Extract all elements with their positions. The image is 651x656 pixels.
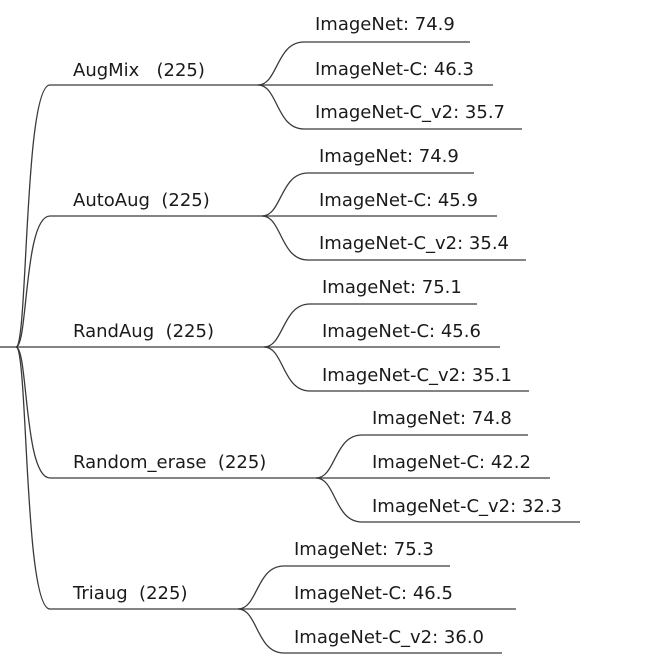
edge-autoaug-imagenet-c-v2	[261, 215, 526, 261]
leaf-augmix-imagenet-c-v2: ImageNet-C_v2: 35.7	[315, 102, 505, 123]
branch-label-triaug: Triaug (225)	[72, 583, 187, 604]
edge-augmix-imagenet-c-v2	[257, 84, 522, 130]
leaf-triaug-imagenet-c: ImageNet-C: 46.5	[294, 583, 453, 604]
edge-triaug-imagenet-c-v2	[237, 608, 502, 654]
leaf-triaug-imagenet: ImageNet: 75.3	[294, 539, 434, 560]
branch-label-autoaug: AutoAug (225)	[73, 190, 210, 211]
edge-randaug-imagenet	[263, 303, 477, 348]
leaf-autoaug-imagenet-c-v2: ImageNet-C_v2: 35.4	[319, 233, 509, 254]
edge-root-triaug	[15, 346, 238, 610]
leaf-random-erase-imagenet: ImageNet: 74.8	[372, 408, 512, 429]
leaf-randaug-imagenet-c-v2: ImageNet-C_v2: 35.1	[322, 365, 512, 386]
branch-label-random-erase: Random_erase (225)	[73, 452, 266, 473]
edge-random-erase-imagenet-c-v2	[315, 477, 580, 523]
leaf-augmix-imagenet: ImageNet: 74.9	[315, 14, 455, 35]
edge-autoaug-imagenet	[261, 172, 474, 217]
edge-augmix-imagenet	[257, 41, 470, 86]
leaf-randaug-imagenet-c: ImageNet-C: 45.6	[322, 321, 481, 342]
leaf-autoaug-imagenet-c: ImageNet-C: 45.9	[319, 190, 478, 211]
leaf-random-erase-imagenet-c: ImageNet-C: 42.2	[372, 452, 531, 473]
edge-root-random-erase	[15, 346, 316, 479]
branch-label-augmix: AugMix (225)	[73, 60, 205, 81]
edge-random-erase-imagenet	[315, 434, 528, 479]
leaf-augmix-imagenet-c: ImageNet-C: 46.3	[315, 59, 474, 80]
leaf-triaug-imagenet-c-v2: ImageNet-C_v2: 36.0	[294, 627, 484, 648]
leaf-autoaug-imagenet: ImageNet: 74.9	[319, 146, 459, 167]
edge-triaug-imagenet	[237, 565, 450, 610]
edge-root-augmix	[15, 84, 258, 348]
branch-label-randaug: RandAug (225)	[73, 321, 214, 342]
leaf-random-erase-imagenet-c-v2: ImageNet-C_v2: 32.3	[372, 496, 562, 517]
edge-root-autoaug	[15, 215, 262, 348]
edge-randaug-imagenet-c-v2	[263, 346, 529, 392]
leaf-randaug-imagenet: ImageNet: 75.1	[322, 277, 462, 298]
